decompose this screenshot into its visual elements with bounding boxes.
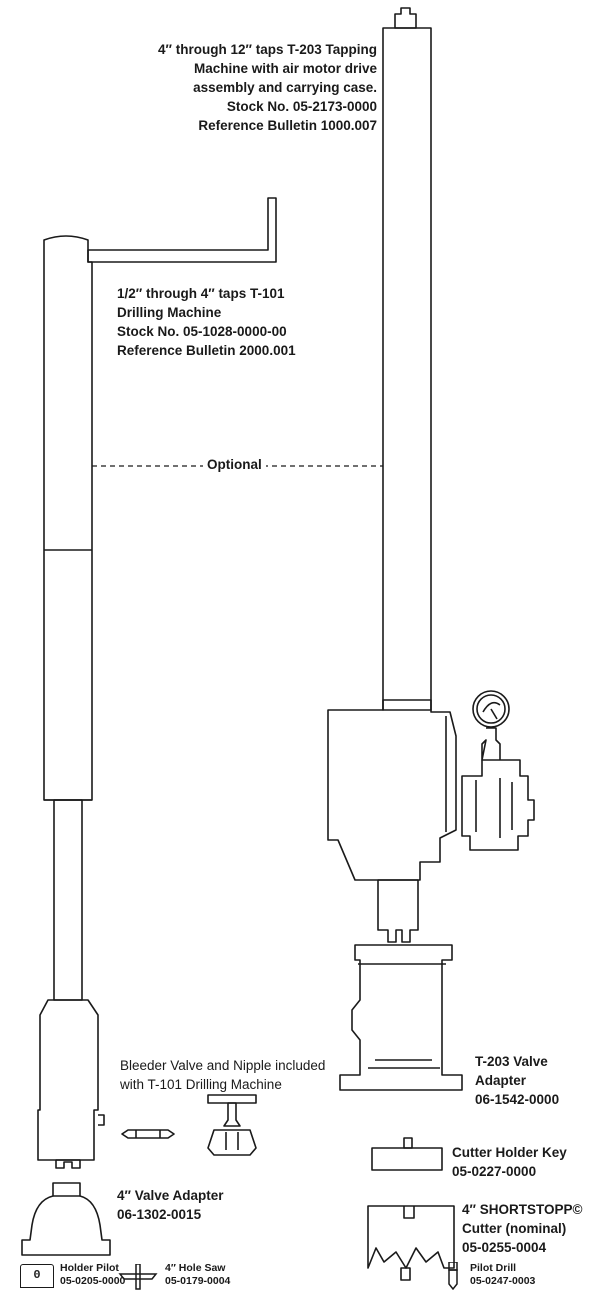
t203-adapter-line-1: T-203 Valve — [475, 1054, 548, 1069]
hole-saw-line-1: 4″ Hole Saw — [165, 1262, 226, 1274]
cutter-line-2: Cutter (nominal) — [462, 1221, 567, 1236]
valve-adapter-4in-label: 4″ Valve Adapter 06-1302-0015 — [117, 1186, 224, 1224]
t203-line-3: assembly and carrying case. — [193, 80, 377, 95]
hole-saw-line-2: 05-0179-0004 — [165, 1275, 231, 1287]
t101-line-1: 1/2″ through 4″ taps T-101 — [117, 286, 285, 301]
bleeder-line-1: Bleeder Valve and Nipple included — [120, 1058, 326, 1073]
t203-machine-label: 4″ through 12″ taps T-203 Tapping Machin… — [158, 40, 377, 135]
t101-drilling-machine — [37, 197, 277, 1169]
holder-pilot-label: Holder Pilot 05-0205-0000 — [60, 1262, 125, 1288]
hole-saw-part: 0 — [20, 1264, 54, 1288]
t203-valve-adapter-part — [339, 944, 463, 1091]
t203-adapter-line-2: Adapter — [475, 1073, 527, 1088]
optional-label: Optional — [203, 457, 266, 472]
bleeder-valve — [207, 1094, 257, 1156]
pilot-drill-part — [400, 1267, 411, 1281]
shortstopp-cutter-part — [367, 1205, 455, 1269]
hole-saw-label: 4″ Hole Saw 05-0179-0004 — [165, 1262, 230, 1288]
t203-valve-adapter-label: T-203 Valve Adapter 06-1542-0000 — [475, 1052, 559, 1109]
shortstopp-cutter-label: 4″ SHORTSTOPP© Cutter (nominal) 05-0255-… — [462, 1200, 582, 1257]
cutter-holder-key-part — [371, 1137, 443, 1171]
t101-machine-label: 1/2″ through 4″ taps T-101 Drilling Mach… — [117, 284, 296, 360]
t203-line-5: Reference Bulletin 1000.007 — [198, 118, 377, 133]
valve-adapter-line-1: 4″ Valve Adapter — [117, 1188, 224, 1203]
valve-adapter-line-2: 06-1302-0015 — [117, 1207, 202, 1222]
holder-pilot-part — [118, 1264, 158, 1290]
t203-line-1: 4″ through 12″ taps T-203 Tapping — [158, 42, 377, 57]
bleeder-note: Bleeder Valve and Nipple included with T… — [120, 1056, 325, 1094]
nipple — [121, 1129, 175, 1139]
hole-saw-marking: 0 — [33, 1268, 41, 1282]
key-line-1: Cutter Holder Key — [452, 1145, 567, 1160]
bleeder-line-2: with T-101 Drilling Machine — [120, 1077, 282, 1092]
t203-line-2: Machine with air motor drive — [193, 61, 377, 76]
t203-line-4: Stock No. 05-2173-0000 — [226, 99, 377, 114]
t101-line-4: Reference Bulletin 2000.001 — [117, 343, 296, 358]
lower-parts-band: Holder Pilot 05-0205-0000 4″ Hole Saw 05… — [0, 1262, 592, 1291]
cutter-holder-key-label: Cutter Holder Key 05-0227-0000 — [452, 1143, 567, 1181]
t101-line-2: Drilling Machine — [117, 305, 222, 320]
pilot-drill-line-2-visible: 05-0247-0003 — [470, 1275, 536, 1287]
pilot-drill-label-visible: Pilot Drill 05-0247-0003 — [470, 1262, 535, 1288]
valve-adapter-4in-part — [21, 1182, 111, 1256]
holder-pilot-line-1: Holder Pilot — [60, 1262, 119, 1274]
t203-tapping-machine — [327, 7, 535, 943]
pilot-drill-part-lower — [448, 1262, 458, 1290]
holder-pilot-line-2: 05-0205-0000 — [60, 1275, 126, 1287]
key-line-2: 05-0227-0000 — [452, 1164, 537, 1179]
pilot-drill-line-1-visible: Pilot Drill — [470, 1262, 517, 1274]
cutter-line-3: 05-0255-0004 — [462, 1240, 547, 1255]
t203-adapter-line-3: 06-1542-0000 — [475, 1092, 560, 1107]
cutter-line-1: 4″ SHORTSTOPP© — [462, 1202, 583, 1217]
t101-line-3: Stock No. 05-1028-0000-00 — [117, 324, 287, 339]
